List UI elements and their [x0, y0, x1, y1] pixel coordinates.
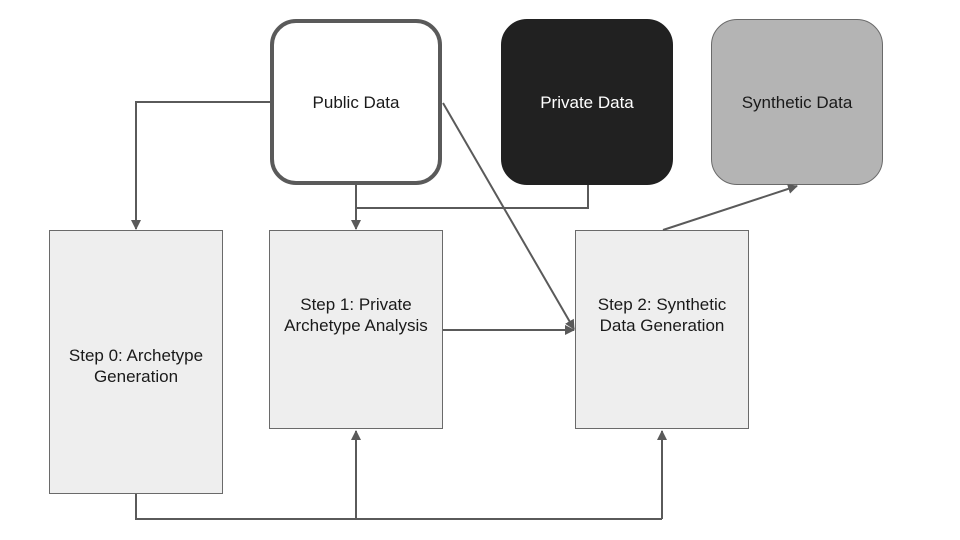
step2-synthetic-data-generation-node: Step 2: Synthetic Data Generation	[575, 230, 749, 429]
private-data-label: Private Data	[540, 92, 634, 112]
step1-private-archetype-analysis-node: Step 1: Private Archetype Analysis	[269, 230, 443, 429]
edge-step0-bottom-bus	[135, 494, 662, 520]
synthetic-data-label: Synthetic Data	[741, 92, 853, 112]
synthetic-data-node: Synthetic Data	[711, 19, 883, 185]
step1-label: Step 1: Private Archetype Analysis	[284, 294, 428, 335]
step0-archetype-generation-node: Step 0: Archetype Generation	[49, 230, 223, 494]
step0-label: Step 0: Archetype Generation	[68, 346, 204, 386]
step2-label: Step 2: Synthetic Data Generation	[597, 294, 727, 335]
edge-step2-to-synthetic	[662, 184, 798, 231]
edge-public-to-step0	[131, 101, 270, 230]
edge-private-to-step1	[356, 185, 589, 209]
public-data-label: Public Data	[312, 92, 400, 112]
public-data-node: Public Data	[270, 19, 442, 185]
private-data-node: Private Data	[501, 19, 673, 185]
